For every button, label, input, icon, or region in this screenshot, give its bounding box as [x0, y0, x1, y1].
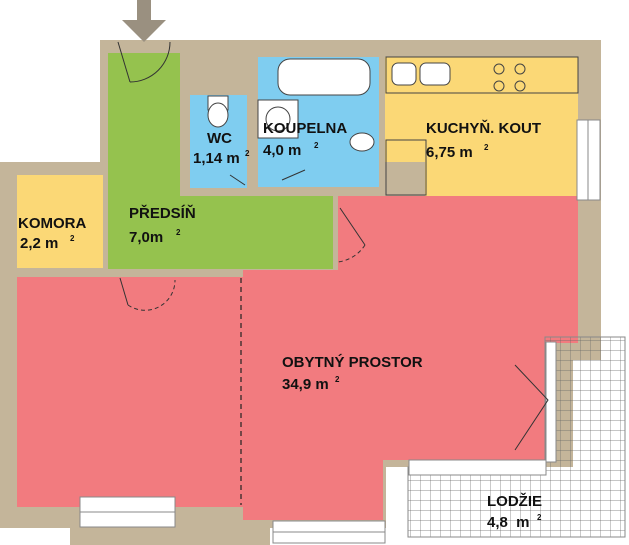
komora-area-sup: 2	[70, 234, 75, 243]
lodzie-area: 4,8 m	[487, 514, 530, 531]
obytny-name: OBYTNÝ PROSTOR	[282, 353, 423, 371]
komora-name: KOMORA	[18, 215, 86, 232]
washing-machine-icon	[265, 106, 291, 132]
entrance-arrow-icon	[122, 0, 166, 42]
lodzie-area-sup: 2	[537, 513, 542, 522]
bathtub-icon	[277, 58, 371, 96]
predsin-area: 7,0m	[129, 229, 163, 246]
bathroom-fittings	[207, 58, 375, 152]
hob-burner-icon	[493, 80, 505, 92]
koupelna-name: KOUPELNA	[263, 120, 347, 137]
wc-name: WC	[207, 130, 232, 147]
hob-burner-icon	[514, 80, 526, 92]
hob-burner-icon	[514, 63, 526, 75]
room-obytny	[17, 196, 578, 520]
obytny-area: 34,9 m	[282, 376, 329, 393]
kitchen-fittings	[385, 56, 579, 196]
kuchyn-name: KUCHYŇ. KOUT	[426, 119, 541, 137]
room-labels: WC 1,14 m 2 KOUPELNA 4,0 m 2 KUCHYŇ. KOU…	[18, 119, 542, 531]
obytny-area-sup: 2	[335, 375, 340, 384]
kuchyn-area-sup: 2	[484, 143, 489, 152]
room-predsin	[108, 53, 333, 269]
lodzie-name: LODŽIE	[487, 492, 542, 510]
room-kuchyn	[385, 57, 578, 196]
wc-area-sup: 2	[245, 149, 250, 158]
sink-icon	[349, 132, 375, 152]
koupelna-area: 4,0 m	[263, 142, 301, 159]
room-komora	[17, 175, 103, 268]
koupelna-area-sup: 2	[314, 141, 319, 150]
hob-burner-icon	[493, 63, 505, 75]
predsin-name: PŘEDSÍŇ	[129, 204, 196, 222]
wc-area: 1,14 m	[193, 150, 240, 167]
windows	[79, 119, 601, 544]
komora-area: 2,2 m	[20, 235, 58, 252]
doors	[117, 41, 549, 451]
predsin-area-sup: 2	[176, 228, 181, 237]
kuchyn-area: 6,75 m	[426, 144, 473, 161]
